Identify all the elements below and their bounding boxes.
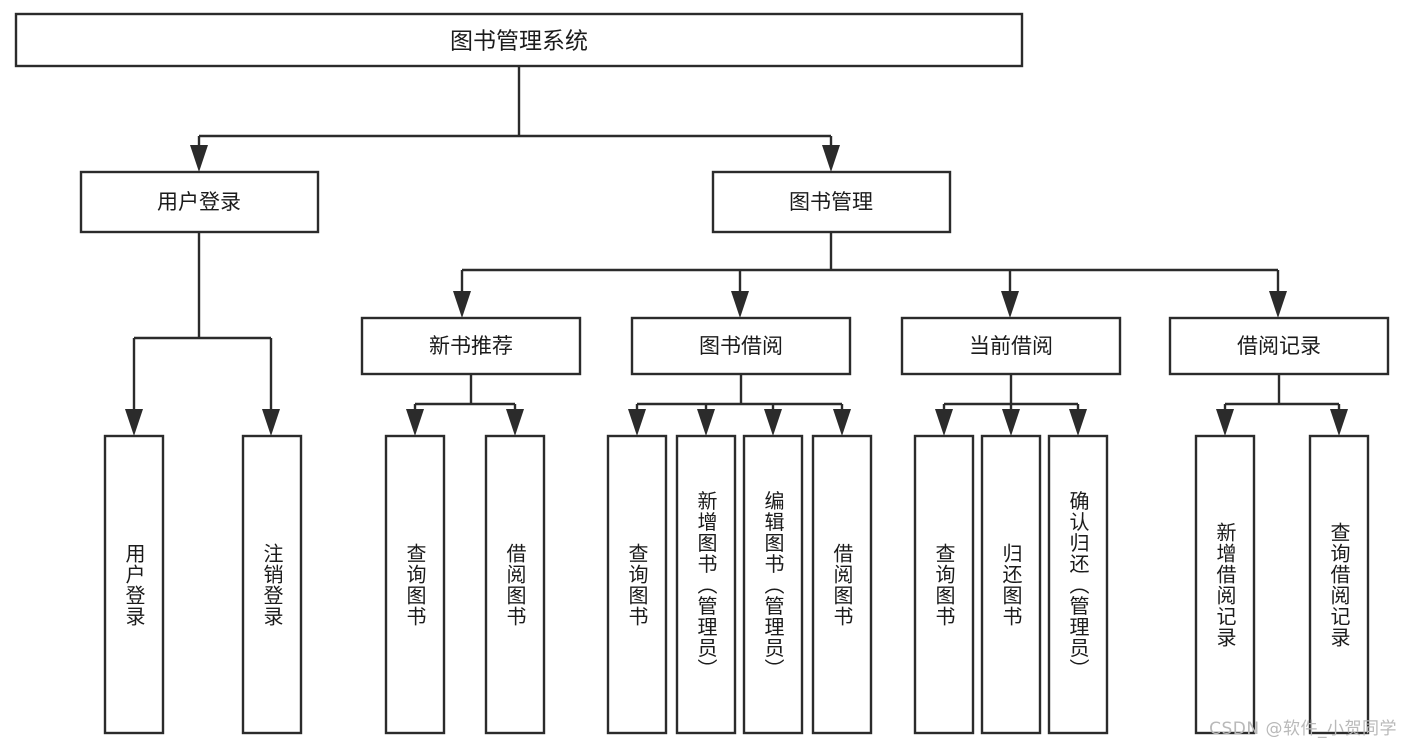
- connector-layer: [125, 66, 1348, 436]
- node-leaf-query-record-label: 查询借阅记录: [1327, 522, 1351, 648]
- node-borrow-record[interactable]: 借阅记录: [1168, 316, 1390, 376]
- node-leaf-add-record-box: [1194, 434, 1256, 735]
- arrow-new-book-rec-leaf-2: [506, 409, 524, 436]
- node-current-borrow-box: [900, 316, 1122, 376]
- node-leaf-logout-label: 注销登录: [260, 543, 284, 627]
- arrow-current-borrow-leaf-2: [1002, 409, 1020, 436]
- node-leaf-query-book-1-box: [384, 434, 446, 735]
- arrow-book-borrow-leaf-4: [833, 409, 851, 436]
- node-leaf-edit-book-label: 编辑图书（管理员）: [761, 490, 785, 679]
- node-leaf-query-book-2[interactable]: 查询图书: [606, 434, 668, 735]
- arrow-book-borrow-leaf-1: [628, 409, 646, 436]
- node-root-box: [14, 12, 1024, 68]
- node-leaf-borrow-book-1-label: 借阅图书: [503, 543, 527, 627]
- node-leaf-borrow-book-1[interactable]: 借阅图书: [484, 434, 546, 735]
- node-leaf-borrow-book-2[interactable]: 借阅图书: [811, 434, 873, 735]
- node-root-system[interactable]: 图书管理系统: [14, 12, 1024, 68]
- node-leaf-logout-box: [241, 434, 303, 735]
- node-new-book-rec-label: 新书推荐: [429, 334, 513, 358]
- node-leaf-add-record-label: 新增借阅记录: [1213, 522, 1237, 648]
- node-leaf-confirm-return[interactable]: 确认归还（管理员）: [1047, 434, 1109, 735]
- node-leaf-query-book-3[interactable]: 查询图书: [913, 434, 975, 735]
- node-leaf-add-record[interactable]: 新增借阅记录: [1194, 434, 1256, 735]
- node-book-borrow[interactable]: 图书借阅: [630, 316, 852, 376]
- arrow-book-borrow-leaf-2: [697, 409, 715, 436]
- node-leaf-borrow-book-2-box: [811, 434, 873, 735]
- node-leaf-confirm-return-label: 确认归还（管理员）: [1066, 490, 1090, 679]
- node-leaf-query-book-1[interactable]: 查询图书: [384, 434, 446, 735]
- arrow-book-manage-to-new-book-rec: [453, 291, 471, 318]
- arrow-book-manage-to-borrow-record: [1269, 291, 1287, 318]
- node-leaf-add-book-label: 新增图书（管理员）: [694, 490, 718, 679]
- arrow-root-to-book-manage: [822, 145, 840, 172]
- node-leaf-return-book-box: [980, 434, 1042, 735]
- node-leaf-borrow-book-2-label: 借阅图书: [830, 543, 854, 627]
- node-borrow-record-label: 借阅记录: [1237, 334, 1321, 358]
- node-new-book-rec-box: [360, 316, 582, 376]
- node-leaf-logout[interactable]: 注销登录: [241, 434, 303, 735]
- arrow-borrow-record-leaf-2: [1330, 409, 1348, 436]
- arrow-book-manage-to-current-borrow: [1001, 291, 1019, 318]
- arrow-current-borrow-leaf-3: [1069, 409, 1087, 436]
- node-leaf-query-book-1-label: 查询图书: [403, 543, 427, 627]
- node-new-book-rec[interactable]: 新书推荐: [360, 316, 582, 376]
- node-leaf-query-book-2-box: [606, 434, 668, 735]
- node-user-login[interactable]: 用户登录: [79, 170, 320, 234]
- csdn-watermark: CSDN @软件_小贺同学: [1209, 719, 1397, 739]
- node-book-manage-label: 图书管理: [789, 190, 873, 214]
- node-user-login-box: [79, 170, 320, 234]
- node-leaf-borrow-book-1-box: [484, 434, 546, 735]
- node-leaf-add-book-box: [675, 434, 737, 735]
- arrow-user-login-leaf-1: [125, 409, 143, 436]
- node-leaf-edit-book[interactable]: 编辑图书（管理员）: [742, 434, 804, 735]
- node-leaf-query-record-box: [1308, 434, 1370, 735]
- node-leaf-query-book-2-label: 查询图书: [625, 543, 649, 627]
- node-leaf-add-book[interactable]: 新增图书（管理员）: [675, 434, 737, 735]
- node-book-manage[interactable]: 图书管理: [711, 170, 952, 234]
- node-leaf-return-book-label: 归还图书: [999, 543, 1023, 627]
- node-current-borrow-label: 当前借阅: [969, 334, 1053, 358]
- arrow-root-to-user-login: [190, 145, 208, 172]
- node-user-login-label: 用户登录: [157, 190, 241, 214]
- node-book-manage-box: [711, 170, 952, 234]
- arrow-borrow-record-leaf-1: [1216, 409, 1234, 436]
- node-book-borrow-box: [630, 316, 852, 376]
- node-root-label: 图书管理系统: [450, 29, 588, 55]
- node-leaf-query-book-3-box: [913, 434, 975, 735]
- node-leaf-query-book-3-label: 查询图书: [932, 543, 956, 627]
- node-leaf-user-login[interactable]: 用户登录: [103, 434, 165, 735]
- arrow-book-borrow-leaf-3: [764, 409, 782, 436]
- node-leaf-user-login-label: 用户登录: [122, 543, 146, 627]
- arrow-current-borrow-leaf-1: [935, 409, 953, 436]
- node-book-borrow-label: 图书借阅: [699, 334, 783, 358]
- arrow-book-manage-to-book-borrow: [731, 291, 749, 318]
- arrow-new-book-rec-leaf-1: [406, 409, 424, 436]
- node-leaf-edit-book-box: [742, 434, 804, 735]
- node-borrow-record-box: [1168, 316, 1390, 376]
- node-leaf-query-record[interactable]: 查询借阅记录: [1308, 434, 1370, 735]
- node-leaf-user-login-box: [103, 434, 165, 735]
- arrow-user-login-leaf-2: [262, 409, 280, 436]
- node-current-borrow[interactable]: 当前借阅: [900, 316, 1122, 376]
- node-leaf-confirm-return-box: [1047, 434, 1109, 735]
- node-leaf-return-book[interactable]: 归还图书: [980, 434, 1042, 735]
